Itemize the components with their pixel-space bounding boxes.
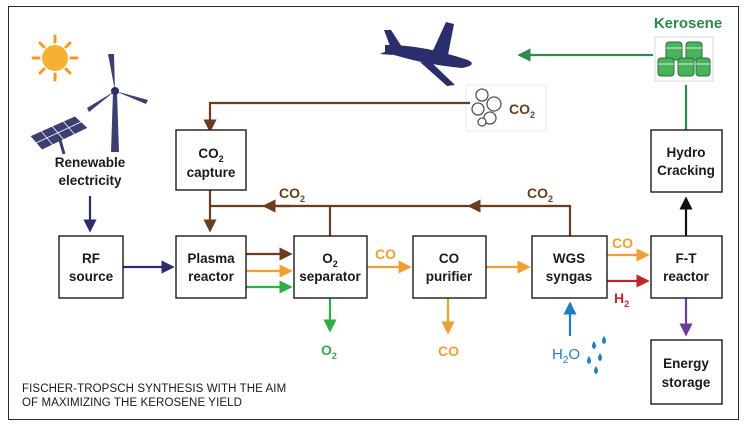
svg-text:Plasma: Plasma <box>187 251 235 266</box>
svg-text:syngas: syngas <box>546 269 593 284</box>
wind-turbine-icon <box>87 54 148 152</box>
svg-text:Energy: Energy <box>663 356 709 371</box>
svg-text:RF: RF <box>82 251 100 266</box>
co-purifier-box: CO purifier <box>412 235 487 299</box>
emission-co2-label: CO2 <box>509 101 535 120</box>
energy-storage-box: Energy storage <box>650 339 723 405</box>
fuel-barrels-icon <box>654 36 714 82</box>
o2-out-label: O2 <box>321 342 337 361</box>
svg-text:Cracking: Cracking <box>657 163 715 178</box>
o2-separator-box: O2 separator <box>293 235 368 299</box>
water-drops-icon <box>587 336 606 374</box>
svg-text:reactor: reactor <box>188 269 235 284</box>
ft-reactor-box: F-T reactor <box>650 235 723 299</box>
airplane-icon <box>380 22 472 86</box>
svg-text:separator: separator <box>299 269 361 284</box>
caption-line1: FISCHER-TROPSCH SYNTHESIS WITH THE AIM <box>22 383 286 395</box>
svg-text:CO2: CO2 <box>198 146 223 164</box>
co2-capture-box: CO2 capture <box>175 129 247 191</box>
separator-co2-label: CO2 <box>279 185 305 204</box>
wgs-co2-label: CO2 <box>527 185 553 204</box>
co-out-label: CO <box>438 343 459 359</box>
svg-text:capture: capture <box>187 165 236 180</box>
arrow-emission-to-capture <box>203 101 470 133</box>
svg-text:source: source <box>69 269 114 284</box>
renewable-label-line1: Renewable <box>55 155 126 170</box>
diagram-frame <box>8 6 739 420</box>
renewable-label-line2: electricity <box>58 173 122 188</box>
wgs-syngas-box: WGS syngas <box>531 235 608 299</box>
sun-icon <box>31 34 79 82</box>
h2o-label: H2O <box>552 346 580 366</box>
svg-text:storage: storage <box>662 375 711 390</box>
svg-text:O2: O2 <box>322 251 338 269</box>
separator-co-label: CO <box>375 246 396 262</box>
wgs-co-label: CO <box>612 235 633 251</box>
solar-panel-icon <box>29 115 89 155</box>
caption-line2: OF MAXIMIZING THE KEROSENE YIELD <box>22 397 242 409</box>
kerosene-label: Kerosene <box>654 15 722 32</box>
svg-text:CO: CO <box>439 251 459 266</box>
svg-text:Hydro: Hydro <box>666 145 705 160</box>
co2-cloud-icon <box>465 84 547 132</box>
plasma-reactor-box: Plasma reactor <box>175 235 247 299</box>
rf-source-box: RF source <box>58 235 124 299</box>
svg-text:purifier: purifier <box>426 269 473 284</box>
svg-text:F-T: F-T <box>676 251 698 266</box>
svg-text:WGS: WGS <box>553 251 585 266</box>
h2-label: H2 <box>614 290 629 309</box>
hydro-cracking-box: Hydro Cracking <box>650 129 723 193</box>
arrow-wgs-co2-recycle <box>210 204 572 236</box>
svg-text:reactor: reactor <box>663 269 710 284</box>
